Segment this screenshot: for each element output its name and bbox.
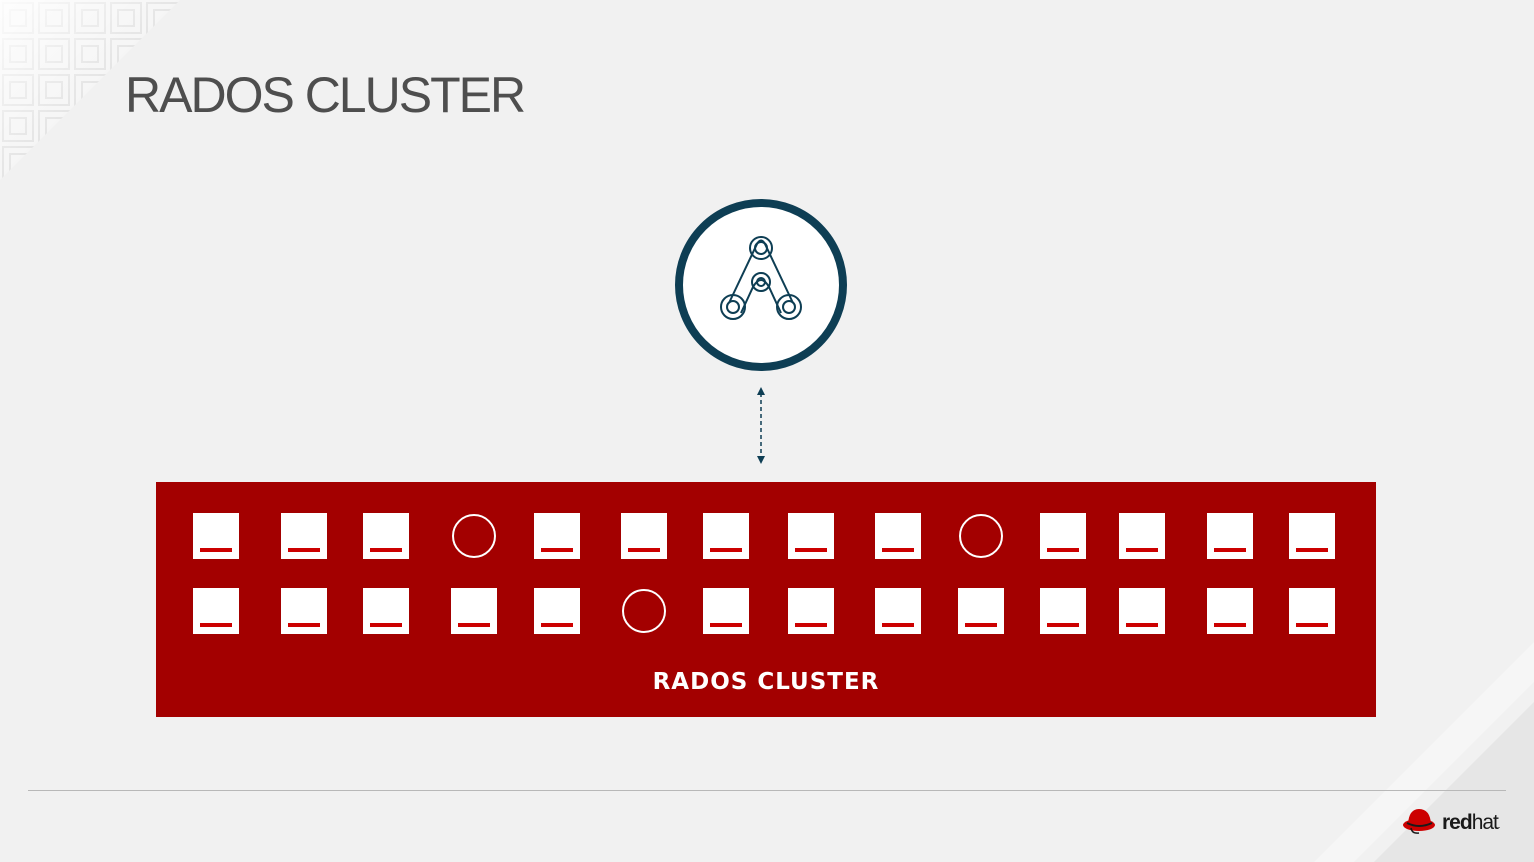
osd-bar	[1126, 548, 1158, 552]
osd-node	[703, 513, 749, 559]
monitor-circle-node	[622, 589, 666, 633]
osd-bar	[200, 548, 232, 552]
osd-node	[281, 588, 327, 634]
osd-node	[875, 513, 921, 559]
osd-bar	[458, 623, 490, 627]
osd-bar	[1047, 548, 1079, 552]
monitor-circle-node	[959, 514, 1003, 558]
osd-node	[193, 588, 239, 634]
osd-bar	[288, 548, 320, 552]
osd-node	[363, 588, 409, 634]
osd-bar	[1214, 623, 1246, 627]
slide-title: RADOS CLUSTER	[125, 67, 526, 123]
monitor-node	[675, 199, 847, 371]
osd-node	[1207, 513, 1253, 559]
osd-node	[788, 588, 834, 634]
osd-bar	[882, 623, 914, 627]
osd-bar	[370, 623, 402, 627]
osd-bar	[882, 548, 914, 552]
osd-node	[534, 513, 580, 559]
osd-bar	[541, 623, 573, 627]
redhat-hat-icon	[1403, 809, 1435, 834]
osd-node	[193, 513, 239, 559]
osd-bar	[200, 623, 232, 627]
brand-mark: .	[1497, 820, 1500, 830]
osd-node	[1289, 588, 1335, 634]
osd-node	[534, 588, 580, 634]
osd-bar	[710, 623, 742, 627]
osd-bar	[1214, 548, 1246, 552]
osd-bar	[628, 548, 660, 552]
osd-node	[621, 513, 667, 559]
osd-bar	[795, 548, 827, 552]
monitor-link-arrow	[757, 387, 765, 464]
osd-bar	[1047, 623, 1079, 627]
osd-bar	[965, 623, 997, 627]
osd-node	[363, 513, 409, 559]
osd-node	[1119, 588, 1165, 634]
osd-node	[875, 588, 921, 634]
osd-bar	[1296, 548, 1328, 552]
osd-node	[1119, 513, 1165, 559]
osd-node	[1289, 513, 1335, 559]
osd-node	[281, 513, 327, 559]
osd-bar	[1296, 623, 1328, 627]
osd-bar	[795, 623, 827, 627]
osd-bar	[710, 548, 742, 552]
brand-name-light: hat	[1471, 811, 1499, 834]
cluster-label: RADOS CLUSTER	[652, 669, 880, 695]
osd-bar	[1126, 623, 1158, 627]
rados-cluster: RADOS CLUSTER	[156, 482, 1376, 717]
osd-bar	[370, 548, 402, 552]
osd-node	[1040, 513, 1086, 559]
corner-pattern	[0, 0, 180, 180]
ceph-monitor-icon	[720, 236, 802, 320]
redhat-wordmark: redhat.	[1442, 811, 1500, 835]
osd-bar	[288, 623, 320, 627]
osd-node	[958, 588, 1004, 634]
osd-node	[1040, 588, 1086, 634]
brand-name-bold: red	[1442, 811, 1473, 834]
osd-node	[1207, 588, 1253, 634]
osd-node	[451, 588, 497, 634]
osd-bar	[541, 548, 573, 552]
osd-node	[788, 513, 834, 559]
monitor-circle-node	[452, 514, 496, 558]
footer-divider	[28, 790, 1506, 791]
osd-node	[703, 588, 749, 634]
